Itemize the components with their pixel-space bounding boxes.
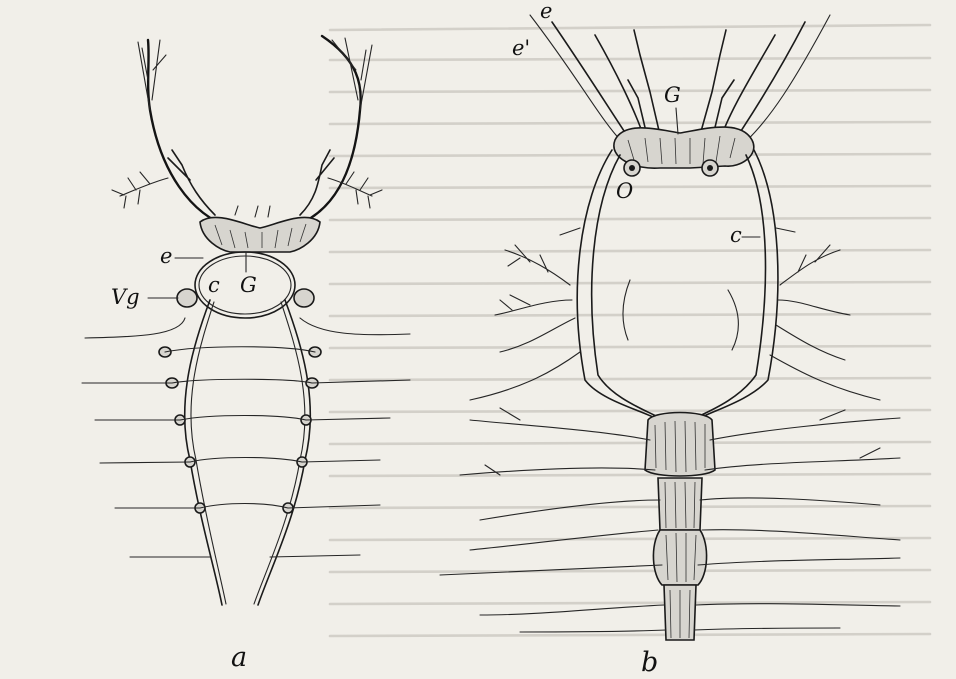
antenna-left-a bbox=[138, 40, 232, 228]
label-O-b: O bbox=[616, 179, 633, 203]
label-G-b: G bbox=[664, 83, 681, 107]
bleed-through-text bbox=[330, 25, 930, 636]
figure-a: e c G Vg a bbox=[82, 36, 410, 673]
label-Vg-a: Vg bbox=[111, 285, 140, 309]
label-G-a: G bbox=[240, 273, 257, 297]
figure-b: e e' G O c b bbox=[440, 0, 900, 678]
ventral-nerve-cord-a bbox=[159, 289, 321, 605]
head-nerves-b bbox=[530, 15, 830, 145]
label-e-prime-b: e' bbox=[512, 36, 530, 60]
branch-upper-a bbox=[112, 150, 382, 215]
label-c-a: c bbox=[208, 273, 220, 297]
label-e-a: e bbox=[160, 244, 172, 268]
caption-b: b bbox=[641, 647, 658, 678]
brain-ganglion-b bbox=[614, 127, 754, 176]
caption-a: a bbox=[231, 642, 247, 673]
label-c-b: c bbox=[730, 223, 742, 247]
label-e-top-b: e bbox=[540, 0, 552, 23]
leader-G-b bbox=[676, 108, 678, 134]
segmental-nerves-a bbox=[82, 318, 410, 557]
antenna-right-a bbox=[288, 36, 372, 228]
